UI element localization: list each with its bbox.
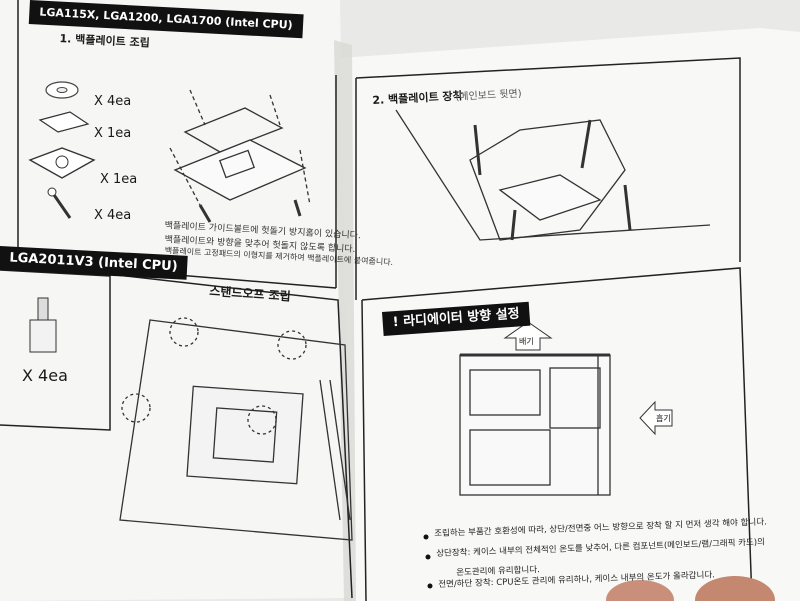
finger-right [695, 576, 775, 601]
screw-icon [47, 187, 72, 219]
socket-diagram [119, 317, 353, 541]
intake-arrow [639, 400, 673, 436]
part-qty-pad: X 1ea [94, 126, 132, 141]
standoff-icon [29, 297, 57, 353]
washer-icon [45, 81, 79, 99]
exhaust-arrow [503, 321, 553, 351]
pad-icon [38, 111, 90, 133]
motherboard-back-diagram [395, 109, 711, 241]
finger-left [606, 580, 674, 601]
intake-label: 흡기 [656, 414, 671, 423]
backplate-diagram [169, 89, 311, 223]
standoff-qty: X 4ea [22, 366, 68, 385]
exhaust-label: 배기 [519, 337, 534, 346]
right-page [340, 28, 800, 601]
pc-case-diagram [459, 353, 611, 496]
part-qty-backplate: X 1ea [100, 172, 138, 187]
backplate-icon [28, 147, 96, 179]
part-qty-screw: X 4ea [94, 208, 132, 223]
part-qty-washer: X 4ea [94, 94, 132, 109]
